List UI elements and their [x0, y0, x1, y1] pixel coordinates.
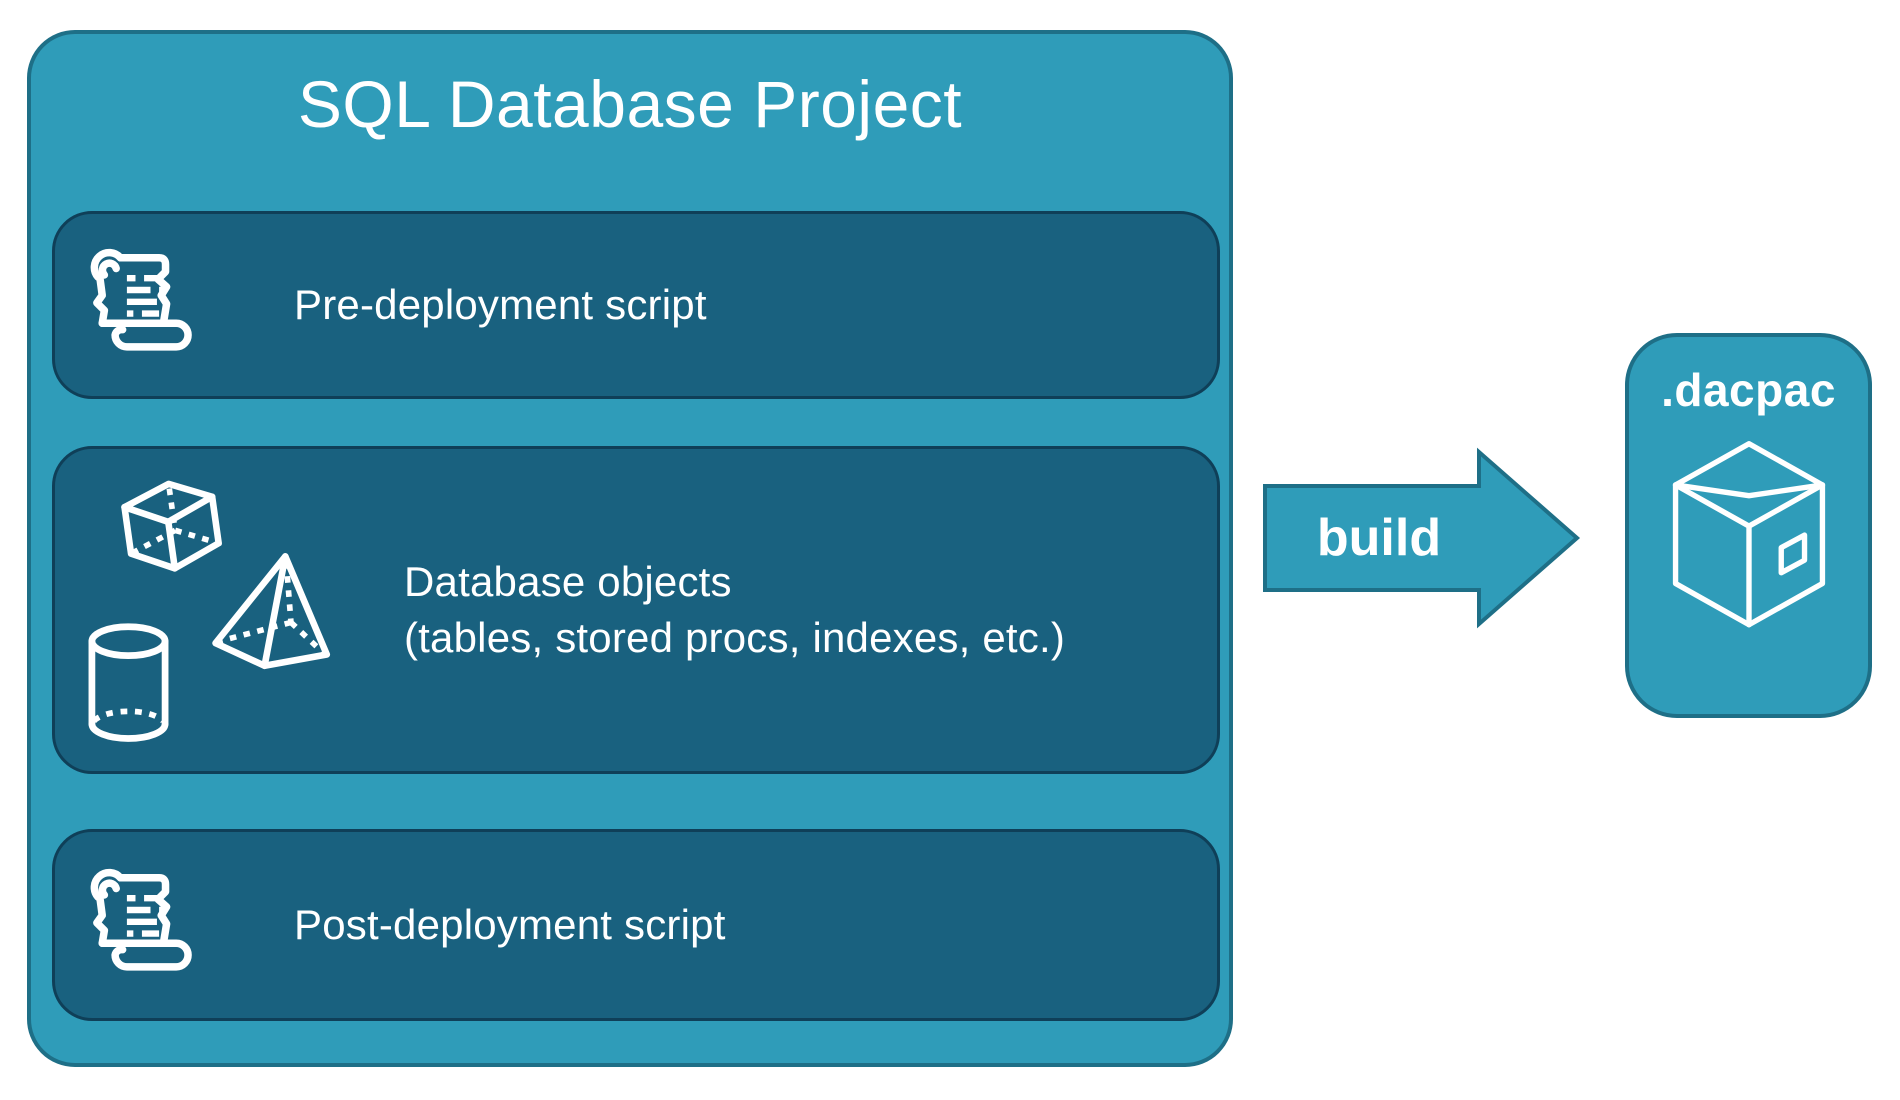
item-pre-deployment-script: Pre-deployment script: [52, 211, 1220, 399]
build-arrow: build: [1263, 447, 1581, 629]
project-title: SQL Database Project: [297, 67, 963, 141]
sql-database-project-box: SQL Database Project Pre-deployment scri…: [27, 30, 1233, 1067]
database-objects-line1: Database objects: [404, 558, 732, 605]
cube-icon: [109, 471, 231, 593]
dacpac-box: .dacpac: [1625, 333, 1872, 718]
database-objects-line2: (tables, stored procs, indexes, etc.): [404, 614, 1066, 661]
pre-deployment-label: Pre-deployment script: [294, 281, 707, 328]
database-objects-label: Database objects (tables, stored procs, …: [404, 554, 1065, 666]
pyramid-icon: [202, 547, 346, 679]
item-database-objects: Database objects (tables, stored procs, …: [52, 446, 1220, 774]
item-post-deployment-script: Post-deployment script: [52, 829, 1220, 1021]
scroll-icon: [84, 864, 202, 986]
cylinder-icon: [79, 621, 178, 751]
dacpac-title: .dacpac: [1661, 364, 1836, 416]
scroll-icon: [84, 244, 202, 366]
package-icon: [1658, 433, 1840, 639]
arrow-shape: [1263, 447, 1581, 629]
build-label: build: [1316, 509, 1442, 567]
post-deployment-label: Post-deployment script: [294, 901, 726, 948]
